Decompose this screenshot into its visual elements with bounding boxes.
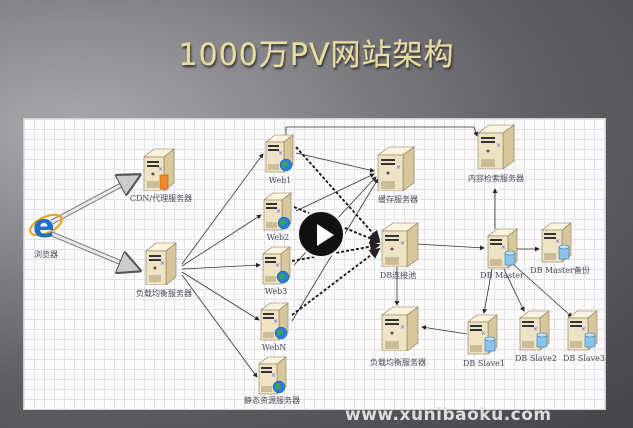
server-icon: × [381,306,419,352]
server-icon: × [467,314,498,355]
load-balancer-server[interactable]: × [144,241,178,289]
db-slave3-label: DB Slave3 [563,354,605,363]
database-icon [584,332,596,348]
svg-text:×: × [278,150,283,157]
database-icon [558,244,570,260]
svg-text:×: × [273,318,278,325]
webN-label: WebN [261,343,287,352]
svg-text:×: × [533,326,538,333]
edge-browser-lb1 [51,231,136,269]
db-master-server[interactable]: × [486,227,520,273]
edge-browser-cdn [50,177,136,225]
search-server[interactable]: × [476,123,516,173]
cdn-icon [159,174,169,190]
cache-label: 缓存服务器 [378,195,418,204]
cache-server[interactable]: × [376,145,416,195]
ie-browser-icon: e [29,207,63,245]
svg-text:×: × [555,238,560,245]
server-icon: × [519,310,550,351]
svg-text:×: × [496,142,501,149]
web1-server[interactable]: × [264,133,296,177]
browser-label: 浏览器 [34,250,58,259]
svg-text:e: e [33,207,55,243]
svg-text:×: × [158,166,163,173]
server-icon: × [477,124,515,170]
svg-text:×: × [481,330,486,337]
svg-text:×: × [160,260,165,267]
server-icon: × [265,134,294,173]
svg-text:×: × [276,208,281,215]
server-icon: × [541,222,572,263]
web2-server[interactable]: × [262,191,294,235]
server-icon: × [487,228,518,269]
db-master-backup-label: DB Master备份 [530,266,590,275]
server-icon: × [263,192,292,231]
server-icon: × [258,356,287,395]
db-slave1-label: DB Slave1 [463,359,505,368]
server-icon: × [145,242,177,286]
db-slave2-label: DB Slave2 [515,354,557,363]
web2-label: Web2 [266,233,290,242]
server-icon: × [377,146,415,192]
server-icon: × [567,310,598,351]
db-slave2-server[interactable]: × [518,309,552,355]
cdn-label: CDN/代理服务器 [129,194,193,203]
watermark: www.xunibaoku.com [345,405,552,425]
server-icon: × [143,148,175,192]
cdn-server[interactable]: × [142,147,176,195]
web1-label: Web1 [268,176,292,185]
svg-text:×: × [271,372,276,379]
db-master-label: DB Master [480,271,524,280]
svg-text:×: × [501,244,506,251]
server-icon: × [262,246,291,285]
svg-text:×: × [400,240,405,247]
play-button[interactable] [297,210,345,258]
search-label: 内容检索服务器 [468,174,524,183]
static-label: 静态资源服务器 [244,396,300,405]
load-balancer-2-server[interactable]: × [380,305,420,355]
db-slave3-server[interactable]: × [566,309,600,355]
database-icon [484,336,496,352]
db-master-backup-server[interactable]: × [540,221,574,267]
server-icon: × [381,222,419,268]
lb2-label: 负载均衡服务器 [370,358,426,367]
web3-label: Web3 [264,287,288,296]
web3-server[interactable]: × [261,245,293,289]
db-pool-server[interactable]: × [380,221,420,271]
database-icon [536,332,548,348]
architecture-diagram: e 浏览器 × CDN/代理服务器 × 负载均衡服务器 [23,118,606,410]
svg-text:×: × [275,262,280,269]
svg-text:×: × [396,164,401,171]
server-icon: × [260,302,289,341]
lb1-label: 负载均衡服务器 [136,289,192,298]
db-slave1-server[interactable]: × [466,313,500,359]
static-resource-server[interactable]: × [257,355,289,399]
svg-text:×: × [581,326,586,333]
svg-text:×: × [400,324,405,331]
db-pool-label: DB连接池 [379,271,417,280]
database-icon [504,250,516,266]
webN-server[interactable]: × [259,301,291,345]
slide-title: 1000万PV网站架构 [178,38,455,73]
